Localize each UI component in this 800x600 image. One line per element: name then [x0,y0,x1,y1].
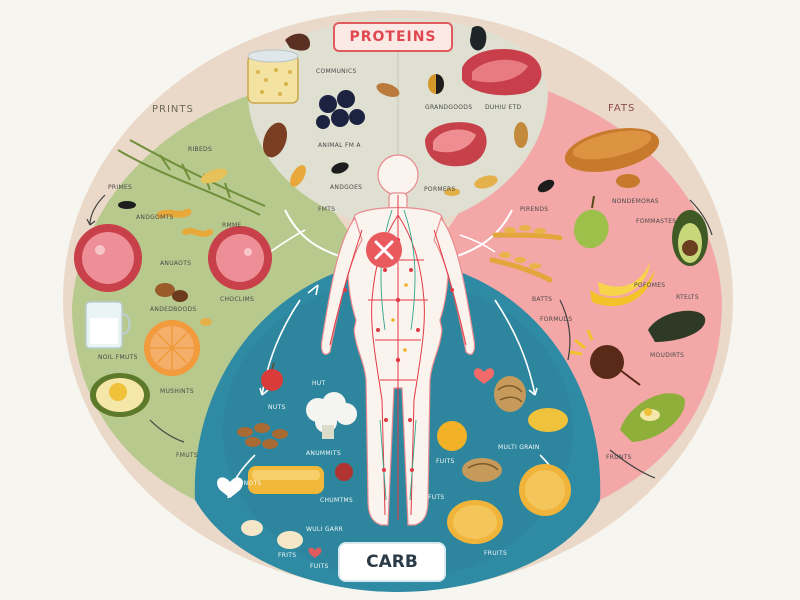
label-right-1: PIRENDS [520,206,549,213]
fats-title: FATS [608,103,636,114]
almond-top-2 [262,122,288,158]
label-left-8: NOIL FMUTS [98,354,138,361]
label-top-5: ANDGOES [330,184,363,191]
label-bottom-6: FUTS [428,494,445,501]
wheat-right [489,232,563,283]
heart-right [473,368,495,384]
label-bottom-7: GUNOTS [234,480,262,487]
label-left-7: ANDEDBOODS [150,306,197,313]
label-right-4: POFOMES [634,282,666,289]
fig [590,345,624,379]
label-right-3: FOMMASTES [636,218,677,225]
label-left-10: FMUTS [176,452,198,459]
label-bottom-12: FUITS [310,563,329,570]
carb-title: CARB [340,544,444,580]
label-bottom-10: FRITS [278,552,297,559]
almond-top-1 [376,83,400,97]
walnut [494,376,526,412]
proteins-title: PROTEINS [333,22,453,52]
label-left-9: MUSHINTS [160,388,195,395]
label-bottom-9: WULI GARR [306,526,344,533]
heart-left [217,477,243,498]
label-left-1: RIBEDS [188,146,213,153]
green-apple [573,209,609,249]
apple [261,369,283,391]
nut-pile [237,423,288,449]
label-bottom-3: ANUMMITS [306,450,341,457]
label-right-7: RTELTS [676,294,699,301]
orange-bottom [437,421,467,451]
label-top-3: DUHIU ETD [485,104,522,111]
wheat-stalk [117,139,266,216]
label-right-8: MOUDIRTS [650,352,685,359]
eggplant [648,310,706,342]
label-top-7: FMTS [318,206,336,213]
banana [590,270,655,307]
label-top-6: PORMERS [424,186,456,193]
label-left-2: PRIMES [108,184,133,191]
label-right-6: FORMUDS [540,316,573,323]
label-top-2: GRANDGOODS [425,104,473,111]
label-bottom-5: FUITS [436,458,455,465]
label-left-5: ANUAOTS [160,260,192,267]
olive-top [470,25,487,51]
bean-top [285,33,310,51]
cauliflower [306,392,357,433]
label-left-3: ANDGOMTS [136,214,174,221]
label-bottom-2: NUTS [268,404,286,411]
almond-top-3 [290,165,306,187]
label-bottom-1: HUT [312,380,326,387]
label-top-4: ANIMAL FM A [318,142,361,149]
label-right-2: NONDEMORAS [612,198,659,205]
label-bottom-11: FRUITS [484,550,508,557]
label-right-9: FRUNTS [606,454,632,461]
label-left-6: CHOCLIMS [220,296,255,303]
label-bottom-4: MULTI GRAIN [498,444,540,451]
label-top-1: COMMUNICS [316,68,357,75]
label-right-5: BATTS [532,296,553,303]
label-left-4: RMME [222,222,242,229]
blueberry-cluster [316,90,365,129]
prints-title: PRINTS [152,104,194,115]
label-bottom-8: CHUMTMS [320,497,354,504]
